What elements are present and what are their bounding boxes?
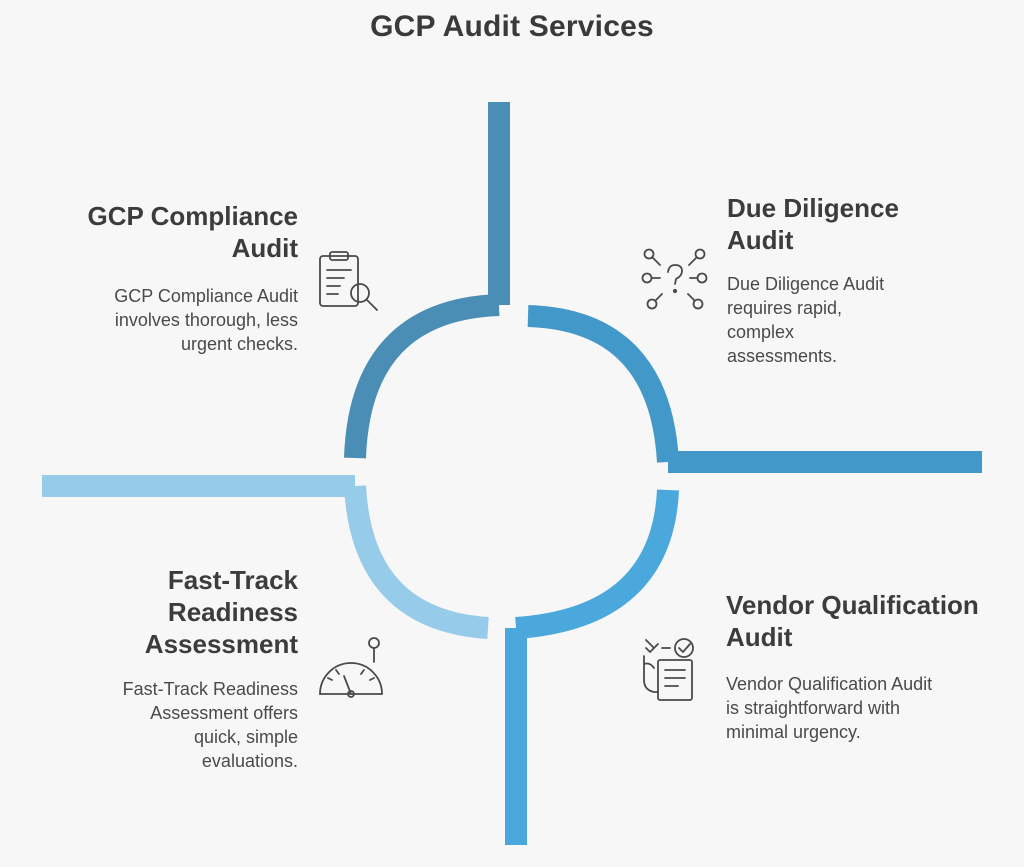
desc-line: GCP Compliance Audit (114, 286, 298, 306)
desc-line: minimal urgency. (726, 722, 861, 742)
clipboard-magnifier-icon (319, 251, 378, 311)
heading-line: Fast-Track (167, 565, 298, 595)
vendor-qualification-heading: Vendor Qualification Audit (726, 589, 1016, 653)
heading-line: Readiness (167, 597, 298, 627)
desc-line: requires rapid, (727, 298, 843, 318)
checklist-hand-icon (643, 638, 694, 701)
compliance-audit-heading: GCP Compliance Audit (60, 200, 298, 264)
question-network-icon (641, 248, 708, 310)
vendor-qualification-description: Vendor Qualification Audit is straightfo… (726, 672, 1016, 744)
heading-line: Vendor Qualification (726, 590, 979, 620)
speedometer-icon (319, 637, 383, 698)
desc-line: quick, simple (193, 727, 298, 747)
heading-line: Due Diligence (727, 193, 899, 223)
desc-line: is straightforward with (726, 698, 901, 718)
heading-line: Audit (231, 233, 298, 263)
desc-line: Due Diligence Audit (727, 274, 885, 294)
desc-line: complex (727, 322, 795, 342)
desc-line: evaluations. (201, 751, 298, 771)
desc-line: involves thorough, less (114, 310, 298, 330)
due-diligence-heading: Due Diligence Audit (727, 192, 987, 256)
segment-bottom-left (42, 475, 489, 639)
due-diligence-description: Due Diligence Audit requires rapid, comp… (727, 272, 987, 368)
fast-track-description: Fast-Track Readiness Assessment offers q… (60, 677, 298, 773)
heading-line: Audit (726, 622, 793, 652)
desc-line: assessments. (727, 346, 838, 366)
fast-track-heading: Fast-Track Readiness Assessment (60, 564, 298, 660)
heading-line: Assessment (144, 629, 298, 659)
desc-line: Assessment offers (150, 703, 298, 723)
segment-top-left (344, 102, 510, 459)
heading-line: GCP Compliance (87, 201, 298, 231)
page-title: GCP Audit Services (370, 10, 654, 43)
compliance-audit-description: GCP Compliance Audit involves thorough, … (60, 284, 298, 356)
segment-top-right (527, 305, 982, 473)
desc-line: Vendor Qualification Audit (726, 674, 933, 694)
segment-bottom-right (505, 489, 679, 845)
desc-line: Fast-Track Readiness (122, 679, 298, 699)
heading-line: Audit (727, 225, 794, 255)
desc-line: urgent checks. (180, 334, 298, 354)
